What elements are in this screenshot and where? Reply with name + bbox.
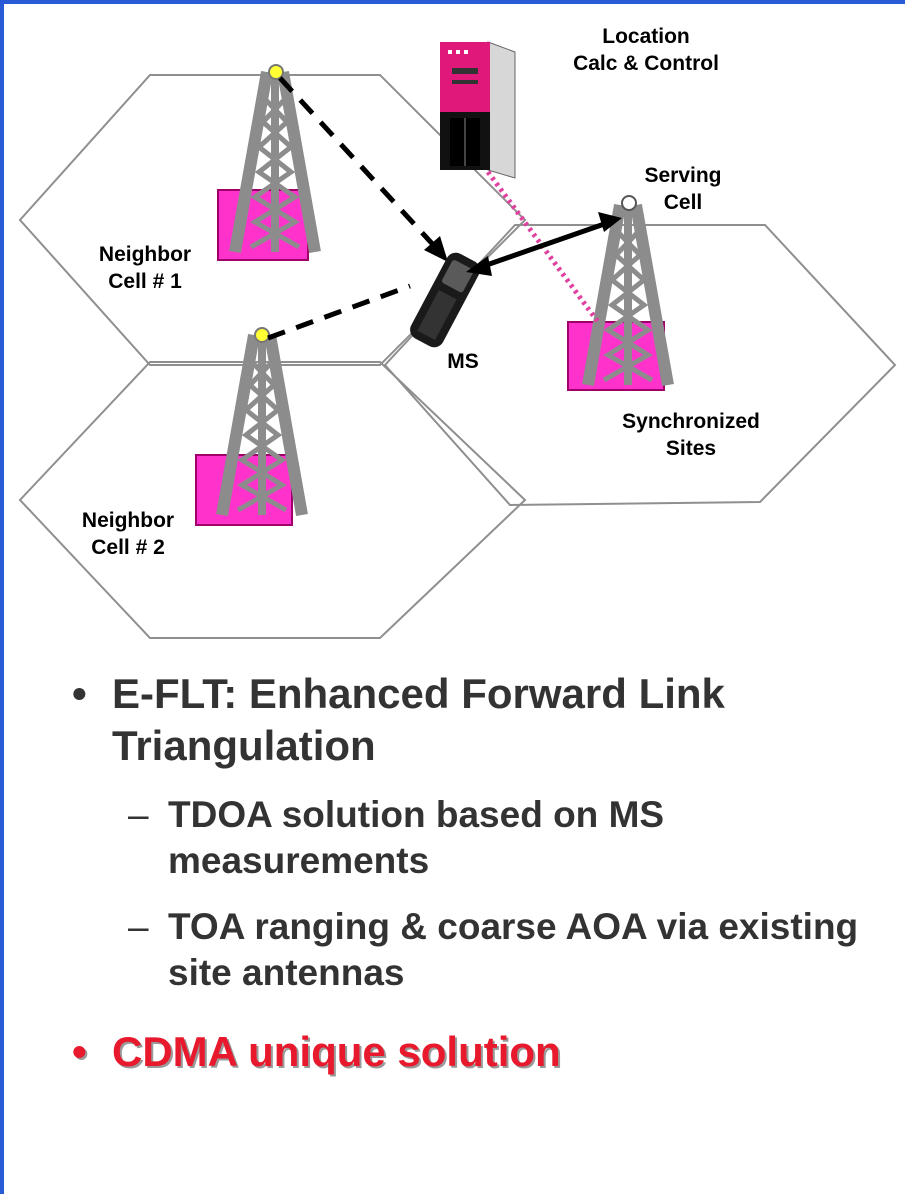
hex-cell-neighbor-1 bbox=[18, 74, 527, 366]
hex-cell-neighbor-2 bbox=[18, 361, 527, 639]
label-neighbor-cell-1: Neighbor Cell # 1 bbox=[98, 243, 192, 293]
sub-bullet-tdoa: – TDOA solution based on MS measurements bbox=[72, 792, 892, 884]
label-synchronized-sites: Synchronized Sites bbox=[622, 410, 760, 460]
arrowhead-serving-1 bbox=[466, 256, 492, 276]
dash-symbol: – bbox=[128, 906, 149, 947]
bullet-list: • E-FLT: Enhanced Forward Link Triangula… bbox=[72, 668, 892, 1078]
sub-bullet-tdoa-text: TDOA solution based on MS measurements bbox=[168, 794, 665, 881]
sub-bullet-toa: – TOA ranging & coarse AOA via existing … bbox=[72, 904, 892, 996]
bullet-main: • E-FLT: Enhanced Forward Link Triangula… bbox=[72, 668, 892, 772]
bullet-symbol: • bbox=[72, 670, 87, 717]
server-icon bbox=[440, 41, 516, 179]
cell-diagram bbox=[18, 41, 897, 639]
label-neighbor-cell-2: Neighbor Cell # 2 bbox=[81, 509, 175, 559]
bullet-highlight-text: CDMA unique solution bbox=[112, 1028, 561, 1075]
label-ms: MS bbox=[447, 350, 479, 373]
hex-cell-serving bbox=[383, 224, 897, 507]
mobile-phone-icon bbox=[410, 252, 480, 348]
bullet-symbol: • bbox=[72, 1028, 87, 1075]
serving-link-solid bbox=[477, 219, 611, 271]
label-location-calc-control: Location Calc & Control bbox=[573, 25, 719, 75]
dash-symbol: – bbox=[128, 794, 149, 835]
bullet-highlight: • CDMA unique solution bbox=[72, 1026, 892, 1078]
antenna-tip-neighbor-1 bbox=[268, 64, 284, 80]
bullet-main-text: E-FLT: Enhanced Forward Link Triangulati… bbox=[112, 670, 725, 769]
dashed-link-neighbor-2 bbox=[267, 283, 411, 341]
sub-bullet-toa-text: TOA ranging & coarse AOA via existing si… bbox=[168, 906, 859, 993]
antenna-tip-neighbor-2 bbox=[254, 327, 270, 343]
dashed-link-neighbor-1 bbox=[278, 76, 440, 252]
arrowhead-serving-2 bbox=[598, 212, 622, 232]
arrowhead-neighbor-1 bbox=[424, 236, 448, 262]
label-serving-cell: Serving Cell bbox=[644, 164, 722, 214]
antenna-tip-serving bbox=[621, 195, 637, 211]
